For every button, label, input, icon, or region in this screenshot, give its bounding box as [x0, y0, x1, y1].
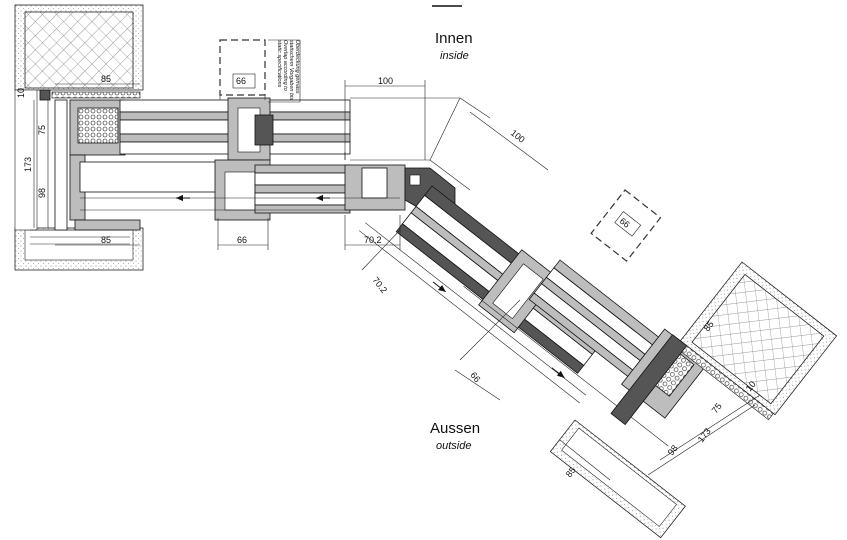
- dim-85-top: 85: [101, 74, 111, 84]
- note-line-3: Overlap according to: [282, 40, 288, 91]
- lower-sash: [79, 152, 406, 221]
- dim-70-2-top: 70.2: [364, 235, 382, 245]
- dim-100-diag: 100: [509, 128, 527, 145]
- dim-85-right-bottom: 85: [564, 465, 578, 479]
- dim-173-left: 173: [23, 157, 33, 172]
- dim-70-2-diag: 70.2: [370, 275, 389, 295]
- inside-label-en: inside: [440, 50, 469, 62]
- dim-10-top: 10: [16, 88, 26, 98]
- overlap-note: Überdeckung gemäss statischem Vorgaben b…: [276, 40, 301, 100]
- right-wall-lower: [549, 419, 686, 539]
- dim-85-right: 85: [702, 319, 716, 333]
- dim-66-diag: 66: [468, 370, 482, 384]
- dim-66-block-right: 66: [618, 216, 632, 230]
- upper-panel: [119, 97, 460, 161]
- inside-label-de: Innen: [435, 30, 473, 47]
- dim-98-right: 98: [666, 443, 680, 457]
- dim-100-top: 100: [378, 76, 393, 86]
- note-line-4: static specifications: [276, 40, 282, 88]
- dim-10-right: 10: [744, 379, 758, 393]
- outside-label-de: Aussen: [430, 420, 480, 437]
- dim-66-block: 66: [236, 76, 246, 86]
- dim-75-left: 75: [37, 125, 47, 135]
- right-wall: [610, 261, 838, 426]
- dim-173-right: 173: [696, 426, 713, 444]
- dim-66-bottom: 66: [237, 235, 247, 245]
- dims-left: 85 10 75 173 98 85 66 70.2 100: [16, 74, 426, 250]
- hidden-block-right: 66: [590, 189, 662, 262]
- left-frame: [39, 89, 141, 231]
- outside-label-en: outside: [436, 440, 471, 452]
- dim-75-right: 75: [710, 401, 724, 415]
- dim-85-bottom: 85: [101, 235, 111, 245]
- note-line-2: statischem Vorgaben bis: [288, 40, 294, 100]
- dim-98-left: 98: [37, 188, 47, 198]
- note-line-1: Überdeckung gemäss: [294, 40, 301, 94]
- hidden-block-left: 66: [219, 39, 266, 100]
